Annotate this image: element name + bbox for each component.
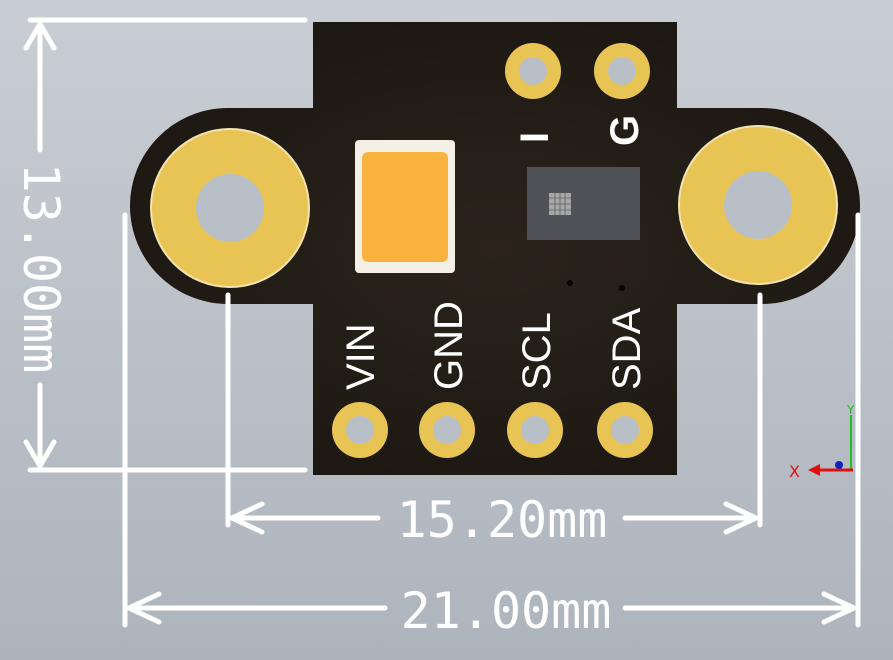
sensor-chip [527,167,640,291]
mounting-hole-right [678,125,838,285]
dimension-height: 13.00mm [12,17,308,473]
dimension-total-width: 21.00mm [122,212,861,640]
axis-y-label: Y [846,403,855,417]
mounting-hole-left [150,128,310,288]
label-vin: VIN [339,323,383,390]
axis-indicator: Y X [789,403,855,481]
dimension-total-width-label: 21.00mm [401,582,612,640]
axis-x-label: X [789,462,800,481]
dimension-hole-spacing-label: 15.20mm [397,491,608,549]
dimension-hole-spacing: 15.20mm [225,292,763,549]
label-sda: SDA [605,307,649,390]
pcb-board [130,22,860,475]
label-scl: SCL [515,312,559,390]
label-i: I [513,132,557,143]
label-g: G [603,115,647,146]
pin-pads [332,43,653,458]
led-component [355,140,455,273]
dimension-height-label: 13.00mm [12,163,70,374]
label-gnd: GND [427,301,471,390]
